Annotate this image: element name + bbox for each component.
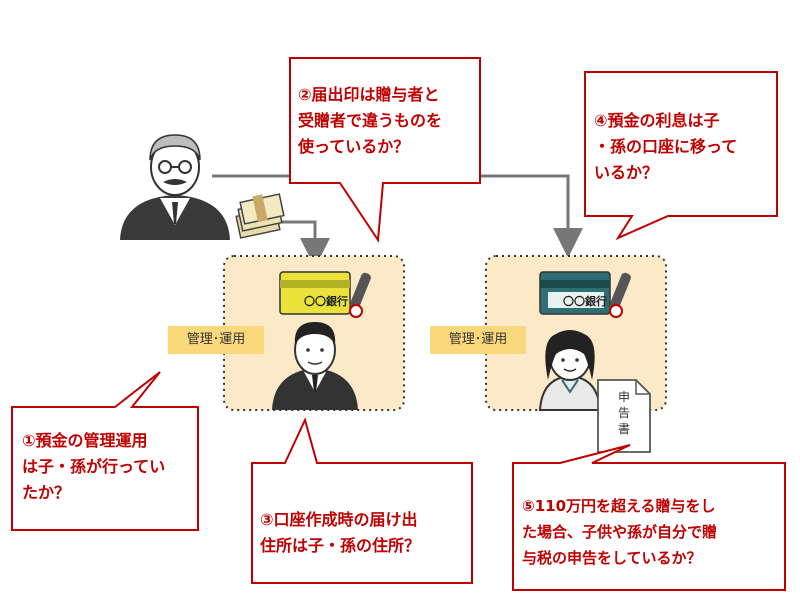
manage-tag-right: 管理･運用 [430, 326, 526, 354]
callout-4 [584, 71, 778, 241]
callout-5-text: ⑤110万円を超える贈与をし た場合、子供や孫が自分で贈 与税の申告をしているか… [522, 497, 718, 567]
granddaughter-icon [538, 330, 602, 411]
callout-3 [251, 417, 473, 584]
callout-2-text: ②届出印は贈与者と 受贈者で違うものを 使っているか？ [298, 85, 443, 156]
callout-1 [11, 371, 199, 531]
callout-5 [512, 444, 786, 591]
callout-3-text: ③口座作成時の届け出 住所は子・孫の住所？ [260, 510, 421, 555]
money-icon [235, 193, 285, 239]
seal-icon-left [349, 272, 371, 318]
callout-2 [289, 57, 481, 243]
tax-form-char-2: 告 [617, 406, 630, 420]
callout-1-text: ①預金の管理運用 は子・孫が行ってい たか？ [22, 431, 166, 502]
seal-icon-right [609, 272, 631, 318]
bank-card-label-left: 〇〇銀行 [304, 294, 348, 308]
bank-card-icon-right: 〇〇銀行 [539, 271, 611, 315]
grandfather-icon [120, 134, 230, 240]
bank-card-icon-left: 〇〇銀行 [279, 271, 351, 315]
tax-form-icon [597, 379, 651, 453]
son-icon [272, 322, 358, 410]
tax-form-char-3: 書 [617, 422, 630, 436]
arrow-to-left-account [270, 220, 330, 268]
bank-card-label-right: 〇〇銀行 [563, 294, 607, 308]
tax-form-char-1: 申 [617, 390, 630, 404]
callout-4-text: ④預金の利息は子 ・孫の口座に移って いるか？ [594, 111, 738, 182]
manage-tag-left: 管理･運用 [168, 326, 264, 354]
